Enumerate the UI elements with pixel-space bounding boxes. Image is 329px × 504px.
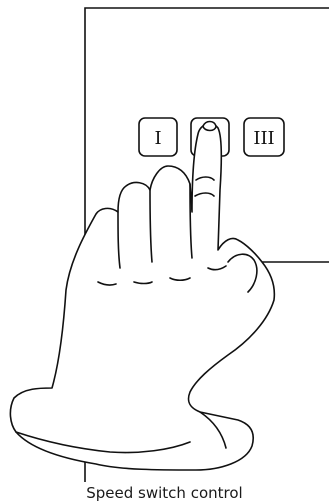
speed-button-1[interactable]: I	[138, 117, 178, 157]
figure-caption: Speed switch control	[86, 484, 243, 502]
speed-button-3[interactable]: III	[243, 117, 285, 157]
speed-switch-illustration: I II III	[9, 7, 329, 482]
speed-button-3-label: III	[253, 128, 274, 149]
speed-button-1-label: I	[154, 128, 161, 149]
pressing-hand-icon	[9, 120, 276, 471]
